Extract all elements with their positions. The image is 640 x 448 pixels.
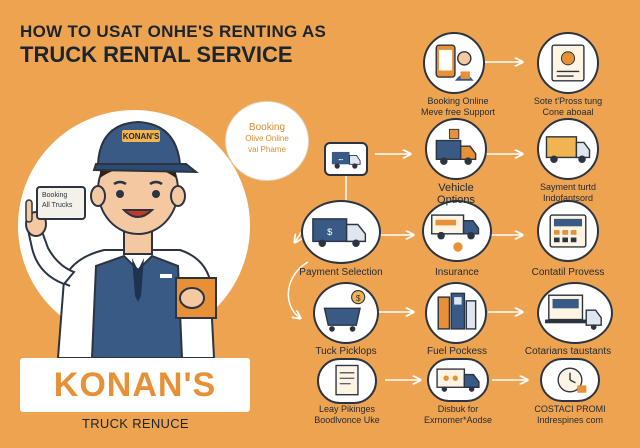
fuel-pump-icon bbox=[437, 292, 477, 330]
step-cotarians-node[interactable] bbox=[537, 282, 613, 344]
agent-illustration: KONAN'S bbox=[25, 120, 217, 359]
label-truck-pickups: Tuck Picklops bbox=[315, 346, 377, 357]
calculator-icon bbox=[549, 214, 587, 248]
step-payment-selection-node[interactable]: $ bbox=[301, 200, 381, 264]
page-title-line2: TRUCK RENTAL SERVICE bbox=[20, 42, 293, 67]
profile-card-icon bbox=[551, 44, 585, 82]
booking-card: Booking All Trucks bbox=[36, 186, 86, 220]
laptop-truck-icon bbox=[545, 294, 602, 330]
cap-text: KONAN'S bbox=[123, 132, 160, 141]
insurance-truck-icon bbox=[431, 214, 480, 252]
step-booking-online-node[interactable] bbox=[423, 32, 485, 94]
label-insurance: Insurance bbox=[435, 267, 479, 278]
svg-text:$: $ bbox=[356, 293, 361, 303]
step-insurance-node[interactable] bbox=[422, 200, 492, 262]
brand-subtitle: TRUCK RENUCE bbox=[82, 416, 189, 431]
svg-text:▪▪▪: ▪▪▪ bbox=[338, 157, 343, 162]
step-vehicle-options-node[interactable] bbox=[425, 118, 487, 180]
card-line2: All Trucks bbox=[42, 202, 73, 209]
phone-booking-icon bbox=[435, 44, 474, 81]
clock-contact-icon bbox=[557, 367, 587, 393]
label-cotarians: Cotarians taustants bbox=[524, 346, 612, 357]
card-line1: Booking bbox=[42, 192, 68, 199]
bubble-line1: Booking bbox=[248, 122, 286, 133]
delivery-truck-icon bbox=[436, 368, 480, 392]
checklist-icon bbox=[335, 364, 359, 396]
step-truck-pickups-node[interactable]: $ bbox=[313, 282, 379, 344]
step-disbuk-node[interactable] bbox=[427, 358, 489, 402]
bubble-line3: vai Phame bbox=[248, 145, 286, 154]
cart-money-icon: $ bbox=[323, 289, 366, 332]
speech-bubble: Booking Olive Online vai Phame bbox=[226, 102, 308, 180]
truck-dollar-icon: $ bbox=[312, 218, 367, 247]
small-truck-icon: ▪▪▪ bbox=[324, 142, 368, 176]
step-site-process-node[interactable] bbox=[537, 32, 599, 94]
step-fuel-node[interactable] bbox=[425, 282, 487, 344]
page-title-line1: HOW TO USAT ONHE'S RENTING AS bbox=[20, 22, 327, 41]
bubble-line2: Olive Online bbox=[245, 134, 289, 143]
label-fuel: Fuel Pockess bbox=[426, 346, 488, 357]
brand-logo: KONAN'S bbox=[20, 358, 250, 412]
moving-truck-icon bbox=[545, 136, 591, 164]
step-leay-node[interactable] bbox=[317, 358, 377, 404]
step-payment-terms-node[interactable] bbox=[537, 118, 599, 180]
label-contract-process: Contatil Provess bbox=[531, 267, 605, 278]
svg-text:$: $ bbox=[327, 227, 333, 237]
step-contact-node[interactable] bbox=[540, 358, 600, 402]
truck-loading-icon bbox=[435, 128, 477, 165]
label-payment-selection: Payment Selection bbox=[299, 267, 383, 278]
step-contract-process-node[interactable] bbox=[537, 200, 599, 262]
